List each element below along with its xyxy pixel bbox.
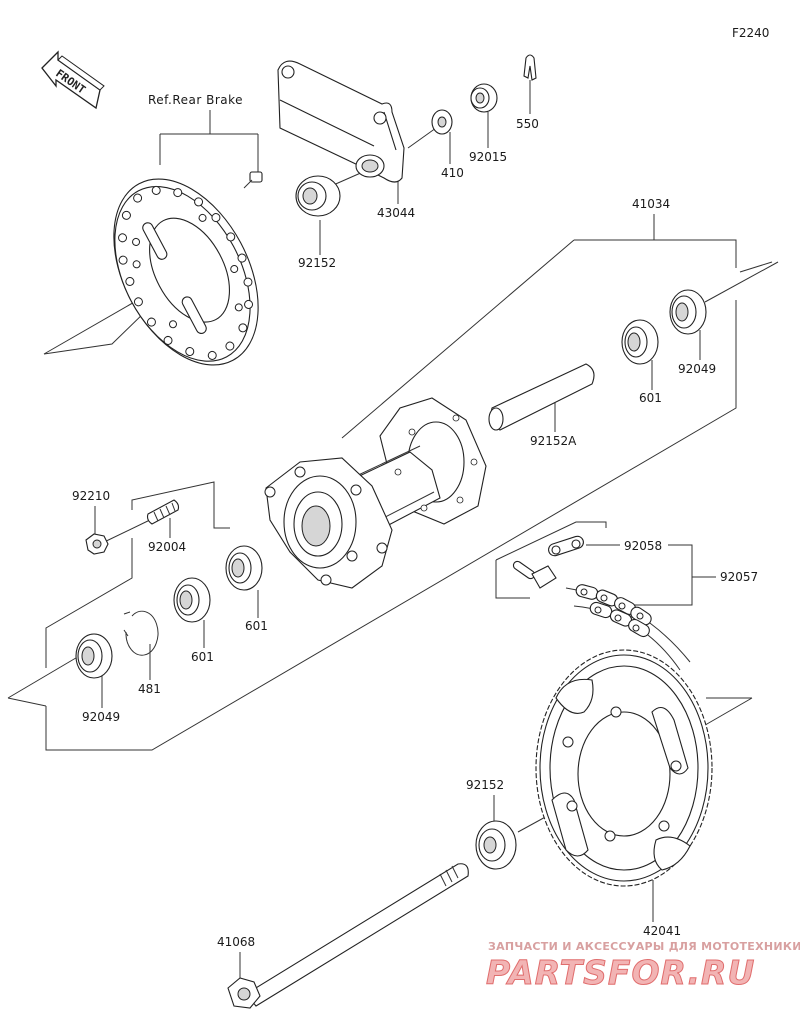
cotter-pin-550 — [523, 54, 537, 81]
label-42041: 42041 — [643, 924, 681, 938]
chain-group-outline — [495, 521, 607, 599]
caliper-bracket — [277, 60, 405, 183]
label-601-right: 601 — [639, 391, 662, 405]
label-92058: 92058 — [624, 539, 662, 553]
collar-92152-bottom — [475, 820, 517, 870]
bearing-601-right — [621, 319, 659, 365]
label-92049-right: 92049 — [678, 362, 716, 376]
label-410: 410 — [441, 166, 464, 180]
drive-chain-92057 — [565, 584, 691, 671]
label-92152-top: 92152 — [298, 256, 336, 270]
label-43044: 43044 — [377, 206, 415, 220]
bearing-601-left — [173, 577, 211, 623]
stud-92004 — [146, 499, 180, 525]
ref-rear-brake-label: Ref.Rear Brake — [148, 93, 243, 107]
label-92210: 92210 — [72, 489, 110, 503]
label-41068: 41068 — [217, 935, 255, 949]
castle-nut-92015 — [470, 83, 498, 113]
bearing-601-mid — [225, 545, 263, 591]
label-92057: 92057 — [720, 570, 758, 584]
label-481: 481 — [138, 682, 161, 696]
spacer-92152A — [488, 363, 595, 431]
brake-disc — [113, 178, 259, 366]
collar-92152-top — [295, 175, 341, 217]
diagram-code: F2240 — [732, 26, 769, 40]
label-92049-left: 92049 — [82, 710, 120, 724]
rear-sprocket-42041 — [535, 649, 713, 887]
oil-seal-92049-right — [669, 289, 707, 335]
label-601-mid: 601 — [245, 619, 268, 633]
label-601-left: 601 — [191, 650, 214, 664]
label-92015: 92015 — [469, 150, 507, 164]
washer-410 — [431, 109, 453, 135]
nut-92210 — [85, 533, 109, 555]
label-92152A: 92152A — [530, 434, 577, 448]
axle-41068 — [227, 863, 469, 1009]
circlip-481 — [123, 610, 159, 656]
disc-bolt — [243, 171, 263, 189]
front-arrow-icon: FRONT — [41, 50, 105, 110]
label-92004: 92004 — [148, 540, 186, 554]
label-550: 550 — [516, 117, 539, 131]
chain-joint-92058 — [512, 535, 584, 589]
oil-seal-92049-left — [75, 633, 113, 679]
ref-bracket-line — [159, 110, 259, 172]
assembly-outline — [45, 239, 737, 751]
label-41034: 41034 — [632, 197, 670, 211]
label-92152-bottom: 92152 — [466, 778, 504, 792]
watermark-tagline: ЗАПЧАСТИ И АКСЕССУАРЫ ДЛЯ МОТОТЕХНИКИ — [488, 940, 800, 953]
rear-hub — [264, 397, 487, 589]
watermark-brand: PARTSFOR.RU — [486, 953, 755, 992]
